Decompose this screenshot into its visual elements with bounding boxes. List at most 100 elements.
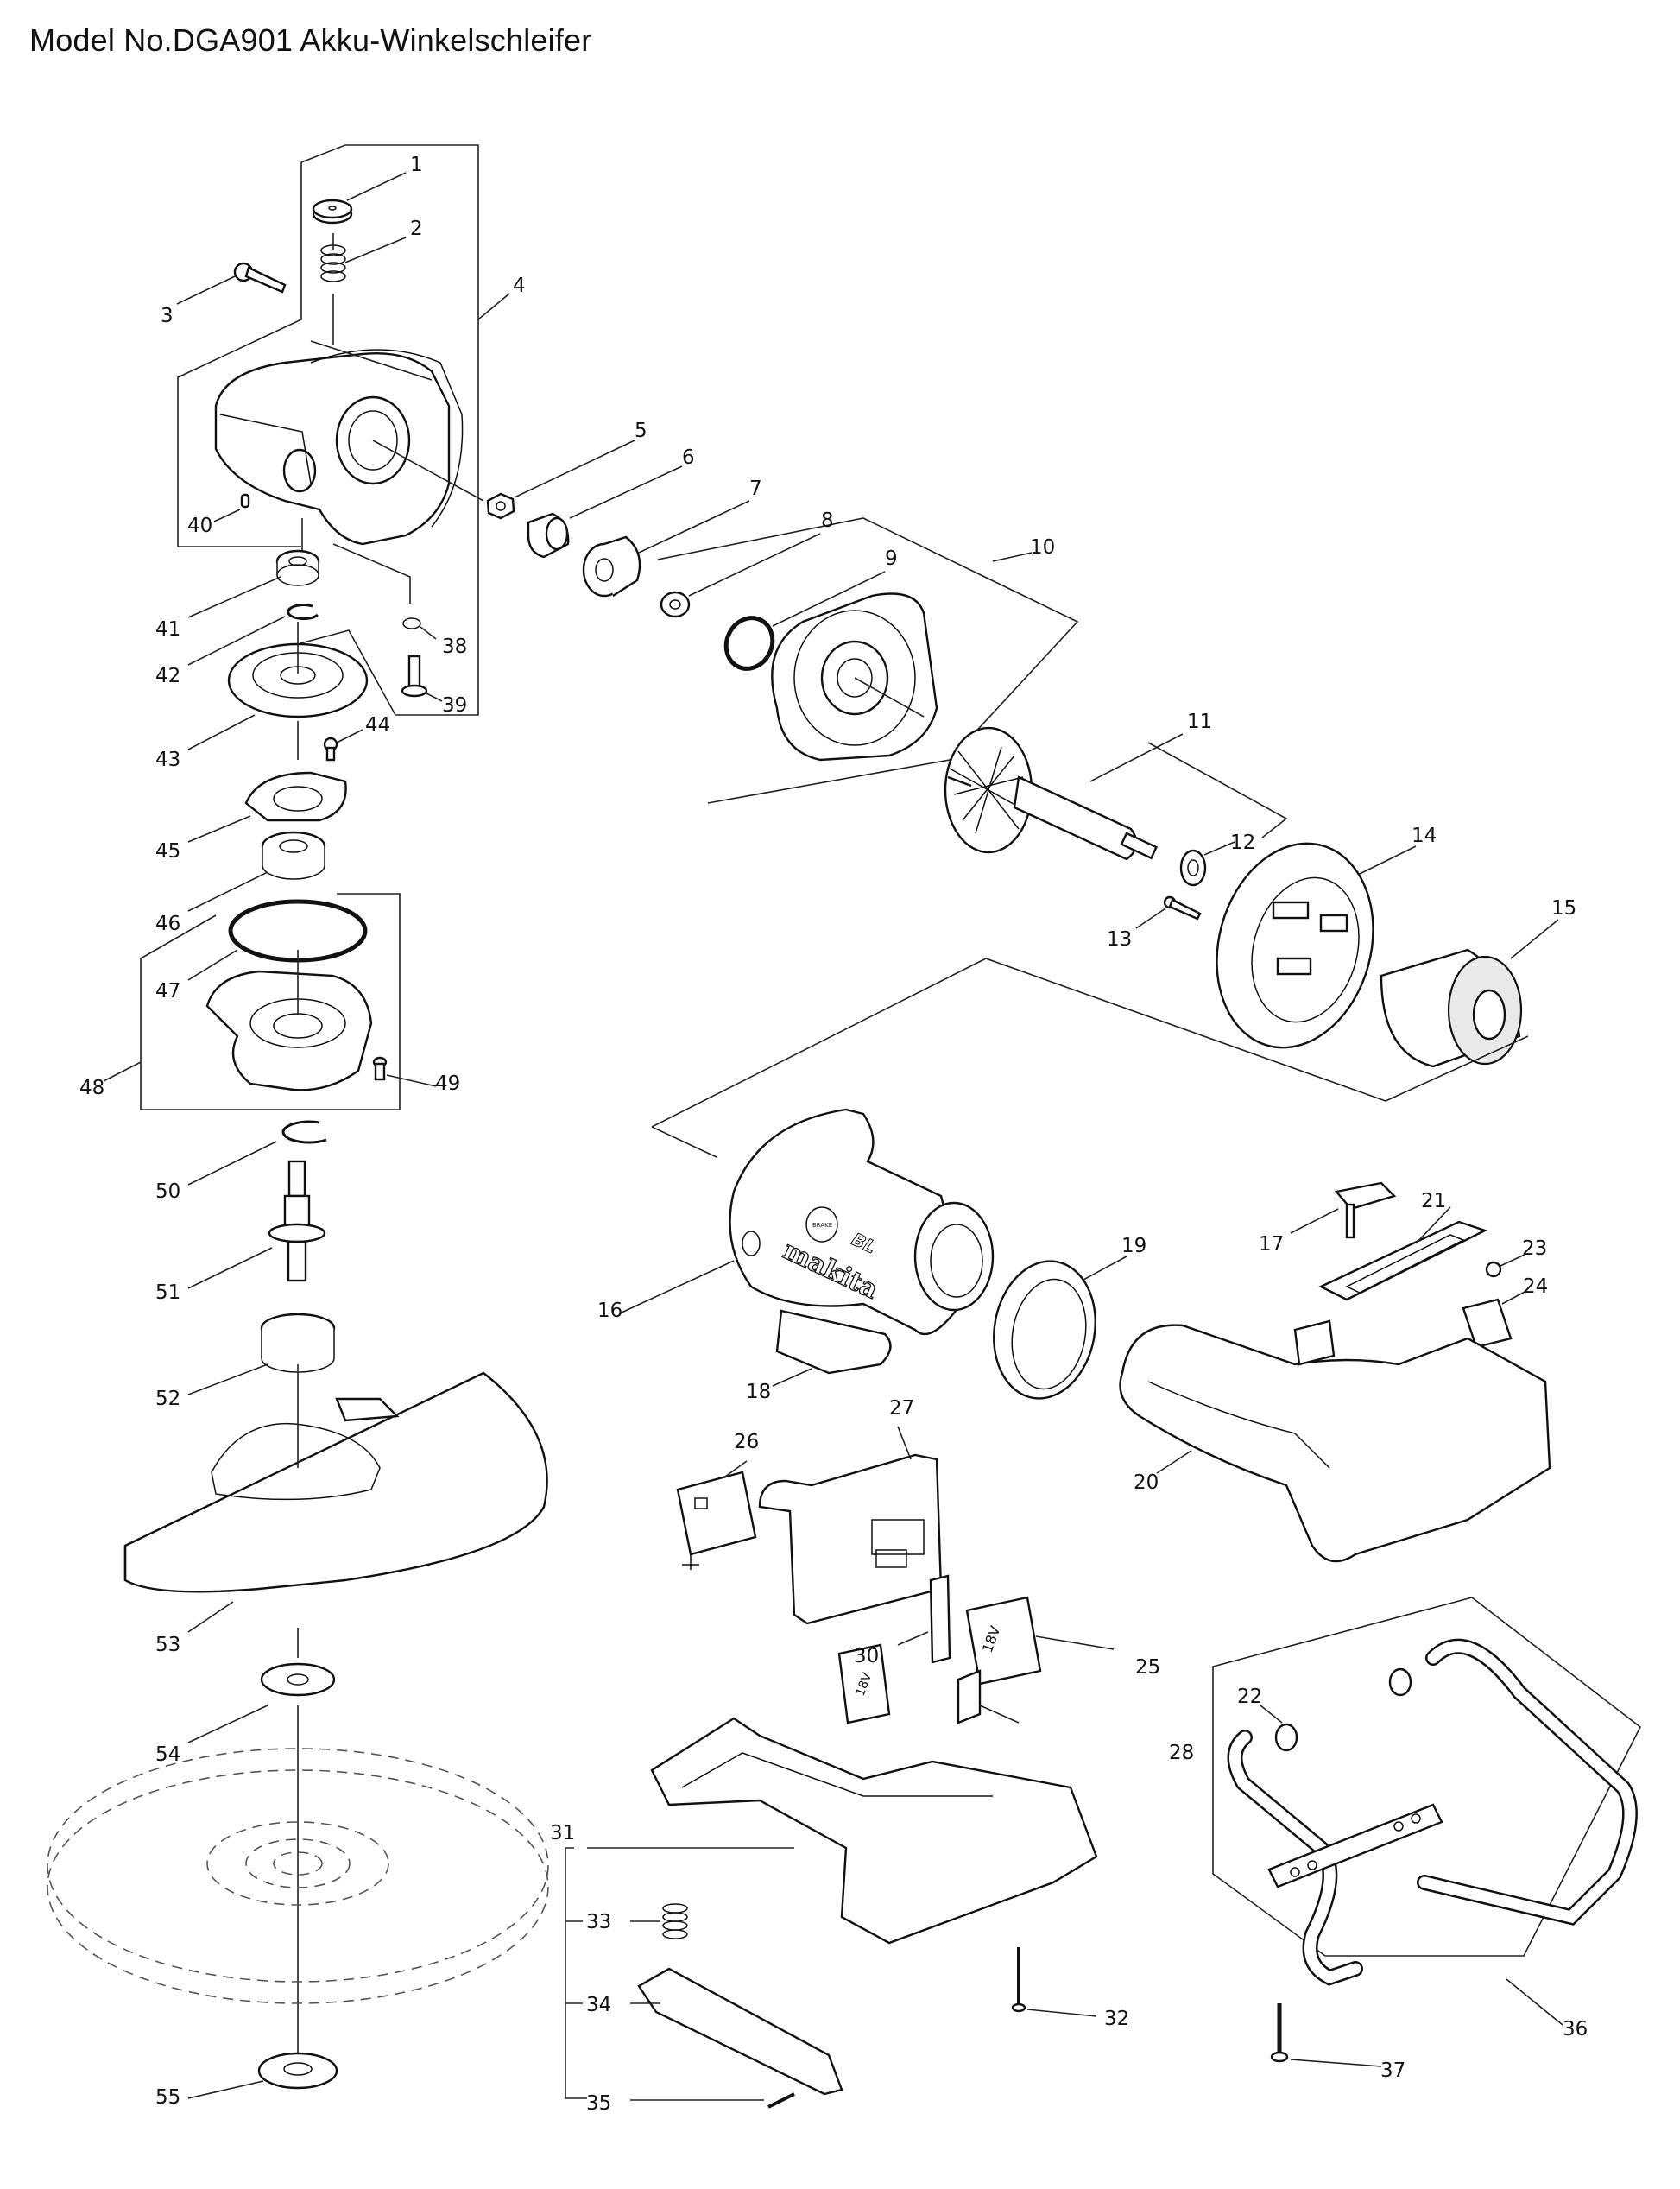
label-9: 9 bbox=[885, 547, 898, 570]
label-50: 50 bbox=[155, 1180, 180, 1203]
label-34: 34 bbox=[586, 1994, 611, 2016]
part-52-labyrinth-ring bbox=[187, 1313, 336, 1395]
label-27: 27 bbox=[889, 1397, 914, 1420]
label-14: 14 bbox=[1412, 825, 1437, 847]
label-24: 24 bbox=[1523, 1275, 1548, 1298]
part-19-ring bbox=[993, 1256, 1127, 1400]
label-5: 5 bbox=[635, 420, 647, 442]
label-22: 22 bbox=[1237, 1686, 1262, 1708]
bracket-group-10 bbox=[657, 517, 1079, 804]
part-26-switch bbox=[676, 1460, 757, 1570]
part-34-lever bbox=[630, 1967, 843, 2096]
part-55-lock-nut bbox=[187, 2052, 338, 2099]
page-title: Model No.DGA901 Akku-Winkelschleifer bbox=[29, 22, 592, 58]
label-36: 36 bbox=[1563, 2018, 1588, 2040]
part-20-handle-housing bbox=[1119, 1319, 1551, 1563]
label-19: 19 bbox=[1121, 1235, 1146, 1257]
part-32-screw bbox=[1011, 1947, 1097, 2017]
part-41-bearing bbox=[187, 549, 320, 618]
part-5-nut bbox=[486, 440, 635, 520]
part-46-bearing bbox=[187, 831, 326, 912]
part-25-terminal-holder: 18V bbox=[965, 1596, 1115, 1686]
part-30-terminal bbox=[897, 1574, 951, 1664]
part-21-plate bbox=[1318, 1206, 1488, 1301]
label-13: 13 bbox=[1107, 928, 1132, 951]
part-7-bearing bbox=[582, 500, 750, 598]
label-7: 7 bbox=[749, 478, 762, 500]
part-6-sleeve bbox=[527, 465, 683, 559]
label-3: 3 bbox=[161, 305, 174, 327]
part-51-spindle bbox=[187, 1160, 326, 1289]
label-51: 51 bbox=[155, 1281, 180, 1304]
label-2: 2 bbox=[410, 218, 423, 240]
part-18-label bbox=[772, 1309, 892, 1387]
label-35: 35 bbox=[586, 2092, 611, 2115]
label-17: 17 bbox=[1259, 1233, 1284, 1256]
part-38-o-ring bbox=[332, 543, 437, 640]
part-54-inner-flange bbox=[187, 1628, 336, 1743]
abrasive-wheel-outline bbox=[47, 1705, 549, 2055]
label-1: 1 bbox=[410, 154, 423, 176]
bracket-group-31 bbox=[565, 1847, 587, 2099]
part-16-motor-housing: makita BRAKE BL bbox=[621, 1108, 995, 1335]
bracket-group-48 bbox=[103, 893, 401, 1110]
label-23: 23 bbox=[1522, 1237, 1547, 1260]
part-27-controller bbox=[758, 1426, 943, 1625]
label-45: 45 bbox=[155, 840, 180, 863]
part-50-circlip bbox=[187, 1120, 327, 1186]
part-28-sheet bbox=[957, 1669, 1020, 1724]
part-23-screw bbox=[1485, 1253, 1527, 1278]
part-31-base-housing bbox=[587, 1717, 1098, 1945]
label-52: 52 bbox=[155, 1388, 180, 1410]
part-47-o-ring bbox=[187, 899, 368, 981]
part-8-washer bbox=[660, 533, 821, 618]
part-labels: 1 2 3 4 5 6 7 8 9 10 11 12 13 14 15 16 1… bbox=[79, 154, 1588, 2115]
label-54: 54 bbox=[155, 1743, 180, 1766]
part-9-o-ring bbox=[723, 571, 886, 671]
part-4-gear-housing bbox=[214, 340, 484, 546]
label-40: 40 bbox=[187, 515, 212, 537]
part-39-pin bbox=[401, 655, 443, 702]
label-48: 48 bbox=[79, 1077, 104, 1099]
part-22-end-cap bbox=[1260, 1667, 1412, 1752]
bracket-group-4 bbox=[177, 144, 510, 716]
part-13-screw bbox=[1135, 895, 1202, 929]
part-35-pin bbox=[630, 2092, 795, 2109]
part-42-retaining-ring bbox=[187, 604, 319, 666]
part-15-stator bbox=[1380, 919, 1559, 1068]
label-4: 4 bbox=[513, 275, 526, 297]
label-11: 11 bbox=[1187, 711, 1212, 733]
part-49-screw bbox=[372, 1056, 437, 1087]
part-14-baffle bbox=[1216, 842, 1417, 1049]
label-26: 26 bbox=[734, 1431, 759, 1453]
part-37-screw bbox=[1270, 2003, 1382, 2067]
part-53-wheel-guard bbox=[123, 1364, 548, 1633]
part-3-screw bbox=[176, 262, 287, 305]
label-46: 46 bbox=[155, 913, 180, 935]
label-12: 12 bbox=[1230, 832, 1255, 854]
part-43-spiral-gear bbox=[187, 622, 369, 750]
label-37: 37 bbox=[1380, 2059, 1405, 2082]
label-47: 47 bbox=[155, 980, 180, 1003]
label-25: 25 bbox=[1135, 1656, 1160, 1679]
part-33-spring bbox=[630, 1903, 688, 1939]
label-30: 30 bbox=[854, 1645, 879, 1667]
part-45-plate bbox=[187, 771, 347, 843]
label-43: 43 bbox=[155, 749, 180, 771]
label-49: 49 bbox=[435, 1072, 460, 1095]
label-15: 15 bbox=[1551, 897, 1576, 920]
bracket-group-16 bbox=[651, 958, 1529, 1158]
part-17-lever bbox=[1290, 1181, 1397, 1239]
label-55: 55 bbox=[155, 2086, 180, 2109]
label-32: 32 bbox=[1104, 2008, 1129, 2030]
label-16: 16 bbox=[597, 1300, 622, 1322]
brake-badge: BRAKE bbox=[812, 1222, 832, 1229]
label-31: 31 bbox=[550, 1822, 575, 1844]
label-20: 20 bbox=[1134, 1471, 1159, 1494]
label-42: 42 bbox=[155, 665, 180, 687]
label-38: 38 bbox=[442, 636, 467, 658]
part-48-bearing-retainer bbox=[205, 950, 373, 1091]
part-36-bar-handle bbox=[1227, 1638, 1638, 1986]
label-28: 28 bbox=[1169, 1742, 1194, 1764]
